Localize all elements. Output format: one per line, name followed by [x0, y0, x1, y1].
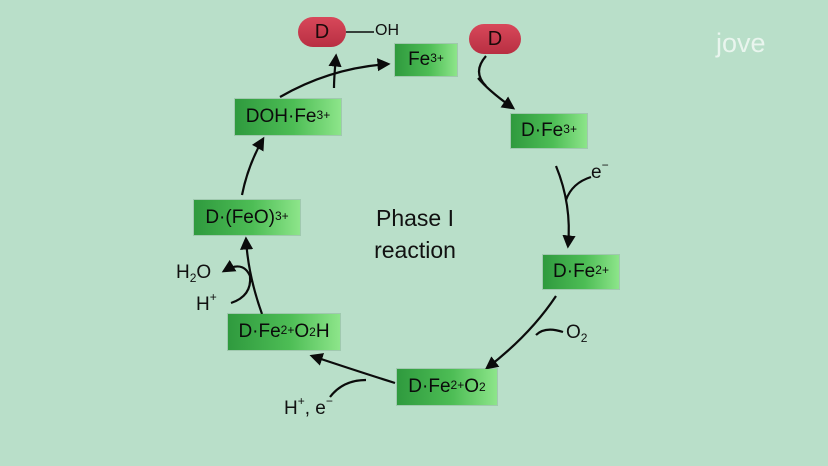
arrow-input-h-plus	[230, 275, 252, 305]
arrow-output-water	[221, 259, 254, 283]
arrow-input-electron	[564, 175, 592, 201]
center-title: Phase I reaction	[340, 202, 490, 266]
arrow-input-h-e	[329, 378, 367, 398]
label-water: H2O	[176, 262, 212, 285]
label-oxygen: O2	[566, 322, 588, 345]
substrate-drug-pill: D	[469, 24, 521, 54]
center-title-line1: Phase I	[376, 205, 454, 231]
label-electron: e−	[591, 158, 609, 183]
arrow-fe3-to-dfe3	[477, 77, 516, 110]
arrow-dfeo-to-dohfe3	[240, 136, 265, 196]
arrow-dfe3-to-dfe2	[554, 165, 576, 249]
arrow-input-d	[477, 55, 487, 87]
label-proton-electron: H+, e−	[284, 394, 333, 419]
arrow-dfe2o2h-to-dfeo	[239, 236, 264, 315]
box-d-feo: D·(FeO)3+	[194, 200, 300, 235]
arrow-dohfe3-to-fe3	[279, 58, 391, 98]
product-drug-label: D	[314, 20, 330, 43]
jove-logo: jove	[716, 28, 766, 58]
center-title-line2: reaction	[374, 237, 456, 263]
hydroxyl-label: OH	[375, 22, 399, 39]
arrow-output-doh	[328, 53, 342, 89]
product-drug-pill: D	[298, 17, 346, 47]
arrow-dfe2o2-to-dfe2o2h	[309, 353, 396, 385]
arrow-dfe2-to-dfe2o2	[484, 295, 557, 370]
substrate-drug-label: D	[487, 27, 503, 50]
label-proton: H+	[196, 290, 217, 315]
arrow-input-o2	[535, 328, 564, 336]
